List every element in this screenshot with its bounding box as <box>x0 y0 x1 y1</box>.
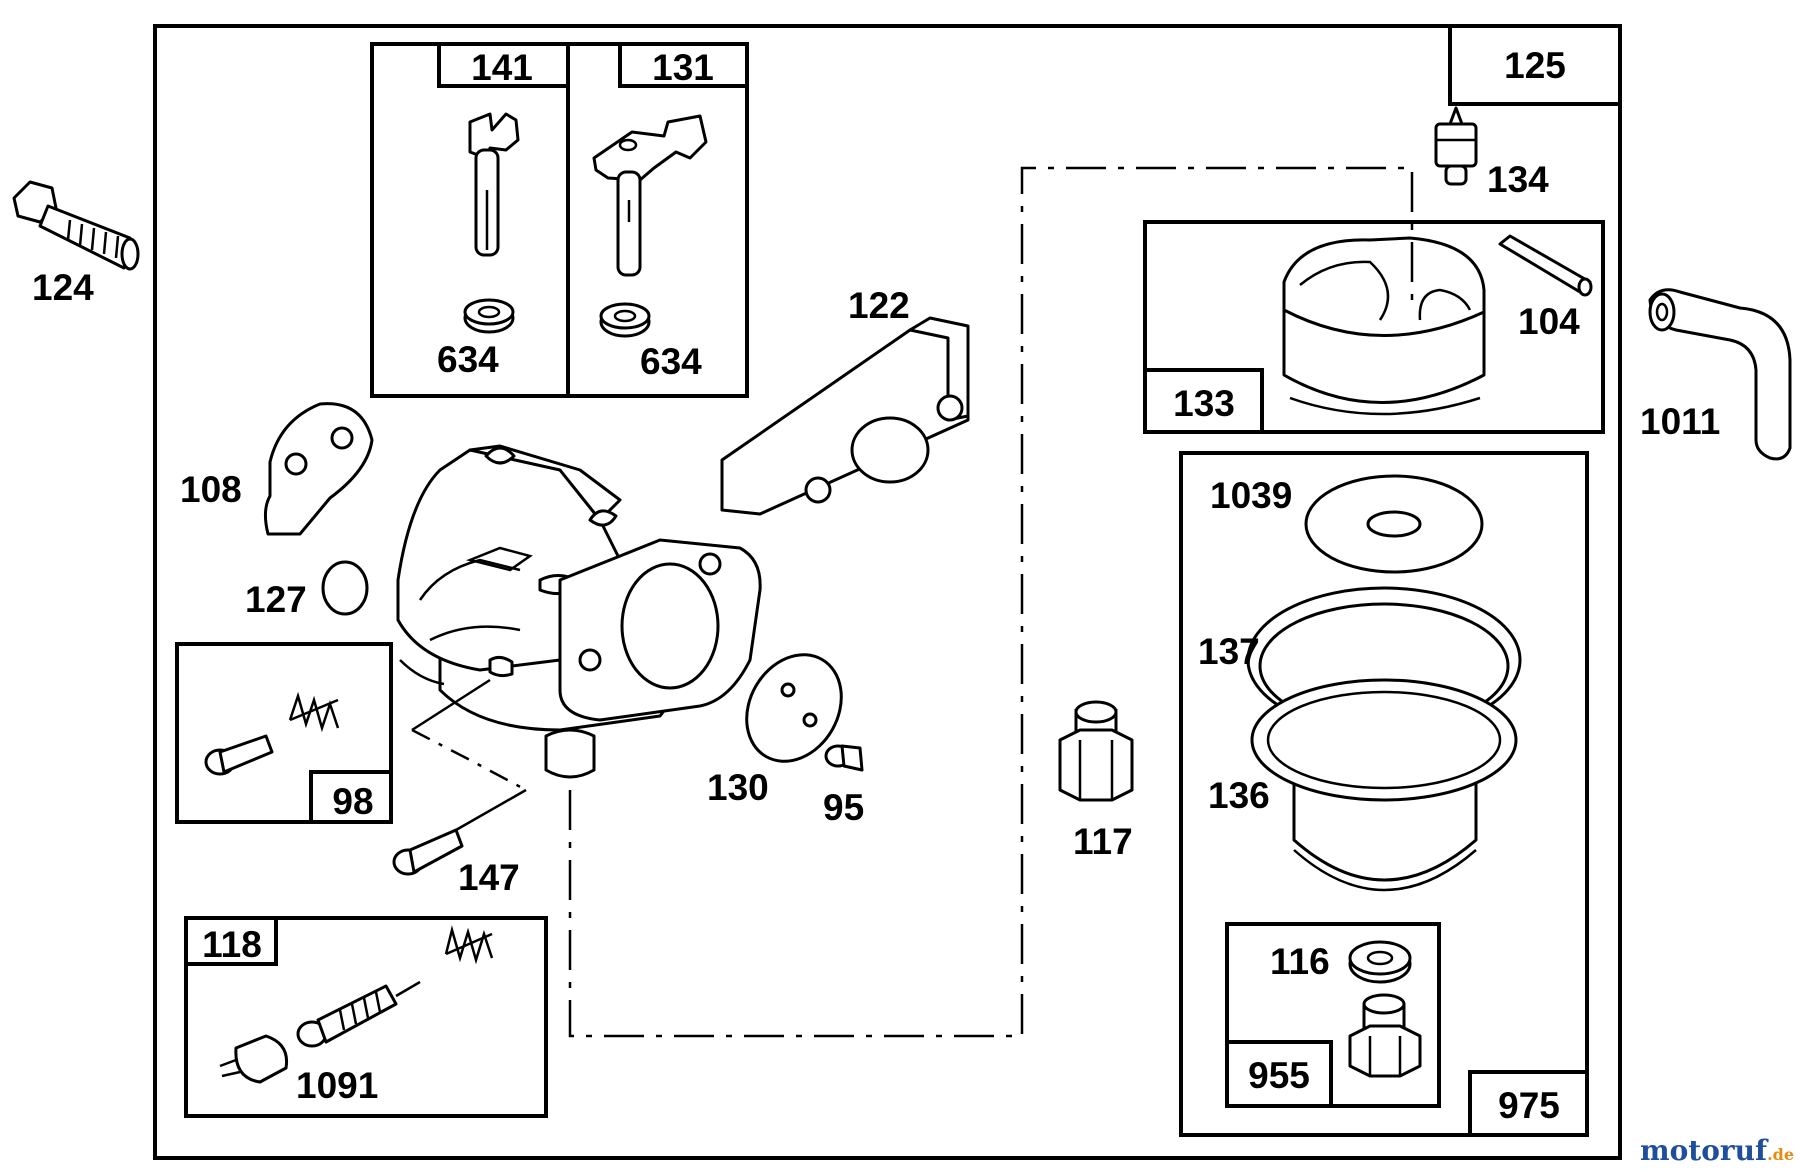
main-frame <box>153 24 1622 1160</box>
choke-shaft-141 <box>468 112 520 257</box>
float-pin-104: 104 <box>1498 234 1593 342</box>
washer-634-left: 634 <box>437 298 515 380</box>
screw-98 <box>204 734 274 776</box>
plug-127: 127 <box>245 560 369 620</box>
carburetor-body <box>396 444 762 779</box>
label-98: 98 <box>332 781 373 822</box>
washer-634-right: 634 <box>599 302 702 382</box>
box-118: 118 1091 <box>184 916 548 1118</box>
label-127: 127 <box>245 579 307 620</box>
label-147: 147 <box>458 857 520 898</box>
throttle-shaft-131 <box>592 114 708 277</box>
spacer-122: 122 <box>720 285 970 516</box>
gasket-1039: 1039 <box>1210 474 1484 574</box>
inlet-needle-134: 134 <box>1434 106 1549 200</box>
label-141: 141 <box>471 47 533 88</box>
plate-108: 108 <box>180 402 374 536</box>
connector-lines <box>411 678 527 832</box>
bowl-136: 136 <box>1208 678 1518 892</box>
label-125: 125 <box>1504 45 1566 86</box>
box-955: 955 116 <box>1225 922 1441 1108</box>
hose-1011: 1011 <box>1640 288 1792 461</box>
label-116: 116 <box>1270 941 1330 982</box>
watermark: motoruf.de <box>1640 1134 1794 1167</box>
label-634-left: 634 <box>437 339 499 380</box>
throttle-plate-130: 130 <box>707 653 843 808</box>
washer-116: 116 <box>1270 940 1412 984</box>
label-137: 137 <box>1198 631 1260 672</box>
label-118: 118 <box>202 924 262 965</box>
label-975: 975 <box>1498 1085 1560 1126</box>
box-98: 98 <box>175 642 393 824</box>
label-box-125: 125 <box>1448 26 1620 106</box>
bolt-124: 124 <box>12 180 140 308</box>
box-975: 975 1039 137 136 955 <box>1179 451 1589 1137</box>
needle-118 <box>296 980 421 1048</box>
box-133: 133 <box>1143 220 1605 434</box>
screw-147: 147 <box>392 828 520 898</box>
box-141-131: 141 131 <box>370 42 749 398</box>
label-133: 133 <box>1173 383 1235 424</box>
watermark-main: motoruf <box>1640 1134 1769 1167</box>
spring-118 <box>444 925 494 965</box>
label-1011: 1011 <box>1640 401 1720 442</box>
label-955: 955 <box>1248 1055 1310 1096</box>
watermark-text: motoruf.de <box>1640 1134 1794 1167</box>
spring-98 <box>288 691 340 733</box>
watermark-suffix: .de <box>1767 1145 1794 1164</box>
label-134: 134 <box>1487 159 1549 200</box>
fitting-118 <box>219 1034 289 1084</box>
dashdot-guide <box>568 166 1414 1038</box>
label-108: 108 <box>180 469 242 510</box>
fitting-117: 117 <box>1058 700 1134 862</box>
label-117: 117 <box>1073 821 1133 862</box>
bowl-screw-955 <box>1348 993 1422 1078</box>
label-1091: 1091 <box>296 1065 378 1106</box>
label-131: 131 <box>652 47 714 88</box>
label-130: 130 <box>707 767 769 808</box>
label-136: 136 <box>1208 775 1270 816</box>
label-634-right: 634 <box>640 341 702 382</box>
screw-95: 95 <box>823 744 864 828</box>
label-104: 104 <box>1518 301 1580 342</box>
label-1039: 1039 <box>1210 475 1292 516</box>
label-95: 95 <box>823 787 864 828</box>
label-122: 122 <box>848 285 910 326</box>
label-124: 124 <box>32 267 94 308</box>
float-133 <box>1282 236 1486 416</box>
